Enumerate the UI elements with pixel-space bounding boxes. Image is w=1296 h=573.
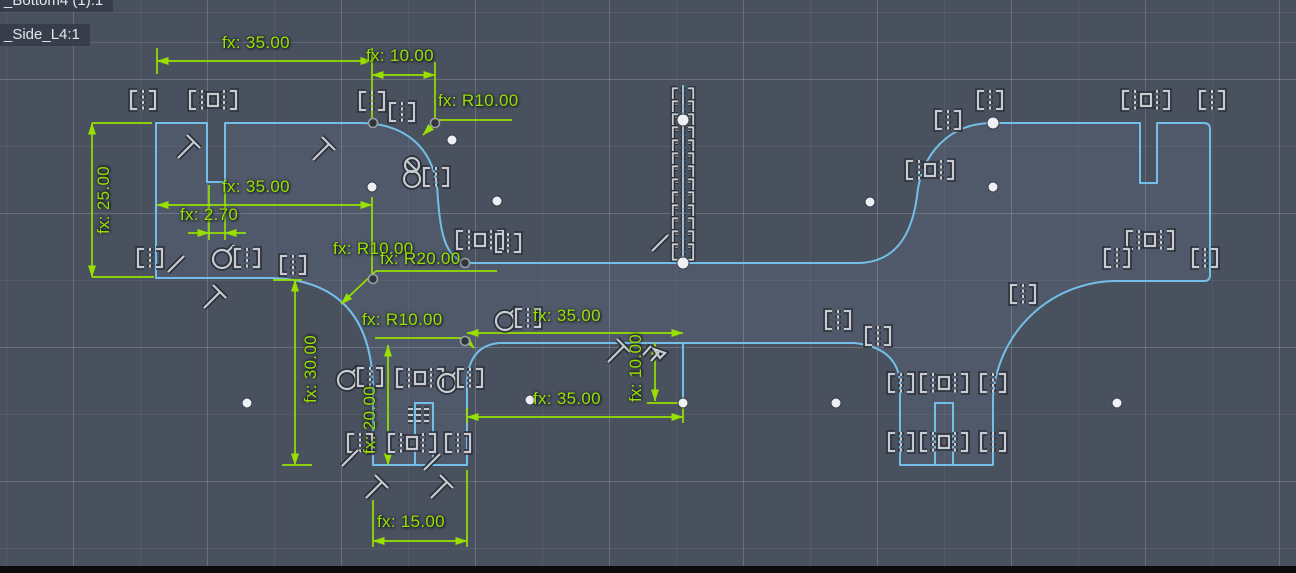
coincident-icon[interactable] (1200, 90, 1224, 110)
sketch-point[interactable] (366, 181, 378, 193)
coincident-icon[interactable] (496, 233, 520, 253)
sketch-point[interactable] (676, 256, 690, 270)
construction-tick-icon[interactable] (652, 235, 668, 251)
sketch-points[interactable] (241, 113, 1123, 409)
endpoint-dot[interactable] (459, 257, 471, 269)
dim-label-10-top[interactable]: fx: 10.00 (366, 46, 434, 65)
dim-30-vertical[interactable] (273, 279, 312, 466)
dim-label-35-bottom[interactable]: fx: 35.00 (533, 389, 601, 408)
dim-label-15-bottom[interactable]: fx: 15.00 (377, 512, 445, 531)
coincident-icon[interactable] (978, 90, 1002, 110)
dim-label-25-left[interactable]: fx: 25.00 (94, 166, 113, 234)
sketch-point[interactable] (677, 397, 689, 409)
sketch-point[interactable] (676, 113, 690, 127)
perpendicular-icon[interactable] (204, 285, 226, 308)
component-label-bottom4: _Bottom4 (1):1 (0, 0, 114, 12)
dim-label-r20-mid[interactable]: fx: R20.00 (380, 249, 461, 268)
coincident-pair-icon[interactable] (190, 90, 236, 110)
dim-label-35-top[interactable]: fx: 35.00 (222, 33, 290, 52)
endpoint-dot[interactable] (459, 335, 471, 347)
dim-label-30[interactable]: fx: 30.00 (301, 335, 320, 403)
equal-icon[interactable] (408, 409, 432, 421)
coincident-pair-icon[interactable] (1123, 90, 1169, 110)
sketch-point[interactable] (986, 116, 1000, 130)
parallel-icon[interactable] (643, 346, 665, 361)
dim-label-20[interactable]: fx: 20.00 (360, 386, 379, 454)
coincident-icon[interactable] (390, 102, 414, 122)
endpoint-dot[interactable] (367, 273, 379, 285)
dim-label-35-left2[interactable]: fx: 35.00 (222, 177, 290, 196)
dim-label-r10-lower[interactable]: fx: R10.00 (362, 310, 443, 329)
endpoint-dots[interactable] (367, 117, 471, 347)
coincident-icon[interactable] (131, 90, 155, 110)
dim-25-left[interactable] (88, 122, 154, 278)
perpendicular-icon[interactable] (431, 475, 453, 498)
dim-label-35-mid[interactable]: fx: 35.00 (533, 306, 601, 325)
dim-label-r10-mid[interactable]: fx: R10.00 (333, 239, 414, 258)
dim-label-10-mid[interactable]: fx: 10.00 (626, 334, 645, 402)
coincident-icon[interactable] (936, 110, 960, 130)
dim-35-left-second[interactable] (156, 197, 373, 278)
dim-label-2-70[interactable]: fx: 2.70 (180, 205, 239, 224)
sketch-point[interactable] (524, 394, 536, 406)
dim-2-70-notch[interactable] (188, 185, 246, 240)
sketch-point[interactable] (491, 195, 503, 207)
component-label-side-l4: _Side_L4:1 (0, 24, 90, 46)
dim-15-bottom[interactable] (372, 470, 468, 547)
sketch-point[interactable] (446, 134, 458, 146)
endpoint-dot[interactable] (429, 117, 441, 129)
dim-10-top[interactable] (371, 62, 436, 121)
sketch-point[interactable] (1111, 397, 1123, 409)
sketch-point[interactable] (864, 196, 876, 208)
endpoint-dot[interactable] (367, 117, 379, 129)
dim-label-r10-top[interactable]: fx: R10.00 (438, 91, 519, 110)
sketch-point[interactable] (987, 181, 999, 193)
bottom-edge-bar (0, 566, 1296, 573)
sketch-point[interactable] (241, 397, 253, 409)
sketch-point[interactable] (830, 397, 842, 409)
perpendicular-icon[interactable] (366, 475, 388, 498)
